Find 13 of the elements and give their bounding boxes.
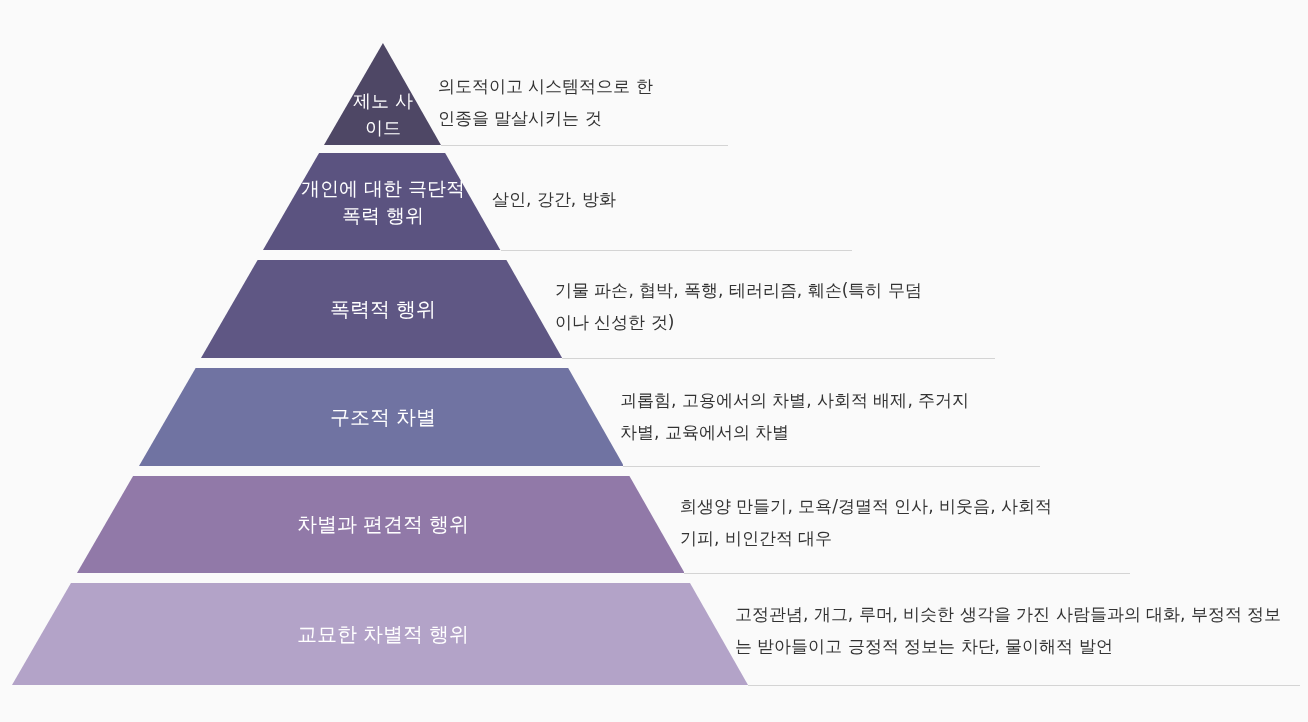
tier-label: 제노 사이드	[352, 89, 414, 140]
tier-label: 차별과 편견적 행위	[295, 511, 471, 538]
description-text: 기물 파손, 협박, 폭행, 테러리즘, 훼손(특히 무덤이나 신성한 것)	[555, 279, 923, 334]
tier-label: 교묘한 차별적 행위	[295, 620, 471, 648]
description-text: 고정관념, 개그, 루머, 비슷한 생각을 가진 사람들과의 대화, 부정적 정보는 받아들이고 긍정적 정보는 차단, 물이해적 발언	[735, 603, 1283, 658]
description-text: 괴롭힘, 고용에서의 차별, 사회적 배제, 주거지 차별, 교육에서의 차별	[620, 389, 971, 444]
tier-label: 폭력적 행위	[328, 295, 438, 323]
description-text: 의도적이고 시스템적으로 한 인종을 말살시키는 것	[438, 75, 654, 130]
description-text: 희생양 만들기, 모욕/경멸적 인사, 비웃음, 사회적 기피, 비인간적 대우	[680, 495, 1053, 550]
pyramid-tier	[324, 43, 441, 145]
tier-label: 구조적 차별	[328, 403, 438, 431]
description-text: 살인, 강간, 방화	[492, 188, 617, 211]
tier-label: 개인에 대한 극단적 폭력 행위	[299, 175, 467, 228]
